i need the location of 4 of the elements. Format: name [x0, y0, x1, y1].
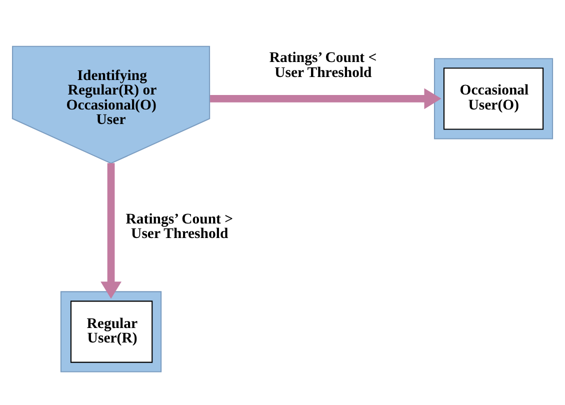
arrow: [100, 162, 122, 298]
arrow: [210, 88, 442, 109]
edge-label: Ratings’ Count > User Threshold: [126, 210, 234, 242]
edge-label: Ratings’ Count < User Threshold: [269, 50, 377, 80]
